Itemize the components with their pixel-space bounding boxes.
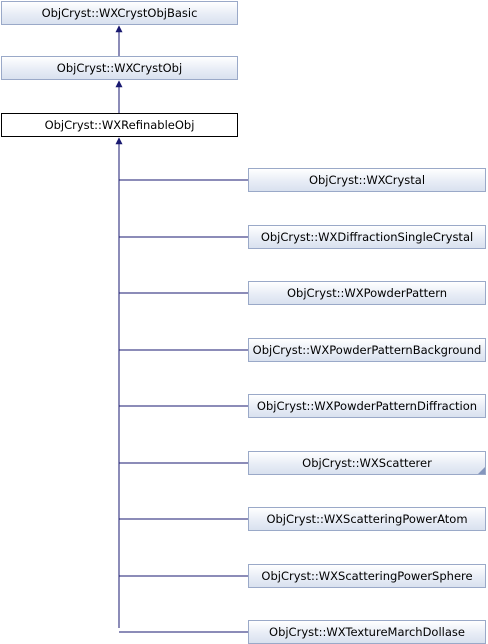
class-label: ObjCryst::WXScatteringPowerSphere <box>261 569 473 583</box>
class-box-wxrefinableobj-current: ObjCryst::WXRefinableObj <box>1 113 238 137</box>
class-box-wxcrystobjbasic[interactable]: ObjCryst::WXCrystObjBasic <box>1 1 238 25</box>
class-label: ObjCryst::WXPowderPattern <box>286 286 448 300</box>
class-box-wxscatterer[interactable]: ObjCryst::WXScatterer <box>248 451 486 475</box>
class-box-wxdiffractionsinglecrystal[interactable]: ObjCryst::WXDiffractionSingleCrystal <box>248 225 486 249</box>
class-box-wxpowderpatternbackground[interactable]: ObjCryst::WXPowderPatternBackground <box>248 338 486 362</box>
class-label: ObjCryst::WXCrystObj <box>56 61 183 75</box>
class-box-wxpowderpatterndiffraction[interactable]: ObjCryst::WXPowderPatternDiffraction <box>248 394 486 418</box>
class-label: ObjCryst::WXPowderPatternBackground <box>252 343 482 357</box>
class-box-wxscatteringpoweratom[interactable]: ObjCryst::WXScatteringPowerAtom <box>248 507 486 531</box>
class-box-wxcrystal[interactable]: ObjCryst::WXCrystal <box>248 168 486 192</box>
class-box-wxtexturemarchdollase[interactable]: ObjCryst::WXTextureMarchDollase <box>248 620 486 644</box>
class-label: ObjCryst::WXCrystObjBasic <box>41 6 198 20</box>
class-box-wxpowderpattern[interactable]: ObjCryst::WXPowderPattern <box>248 281 486 305</box>
class-box-wxscatteringpowersphere[interactable]: ObjCryst::WXScatteringPowerSphere <box>248 564 486 588</box>
class-label: ObjCryst::WXRefinableObj <box>44 118 195 132</box>
more-derived-indicator-icon <box>478 467 485 474</box>
class-label: ObjCryst::WXScatteringPowerAtom <box>266 512 468 526</box>
class-label: ObjCryst::WXPowderPatternDiffraction <box>256 399 478 413</box>
class-label: ObjCryst::WXTextureMarchDollase <box>269 625 465 639</box>
class-box-wxcrystobj[interactable]: ObjCryst::WXCrystObj <box>1 56 238 80</box>
class-label: ObjCryst::WXDiffractionSingleCrystal <box>260 230 474 244</box>
class-label: ObjCryst::WXCrystal <box>308 173 426 187</box>
class-label: ObjCryst::WXScatterer <box>302 456 432 470</box>
